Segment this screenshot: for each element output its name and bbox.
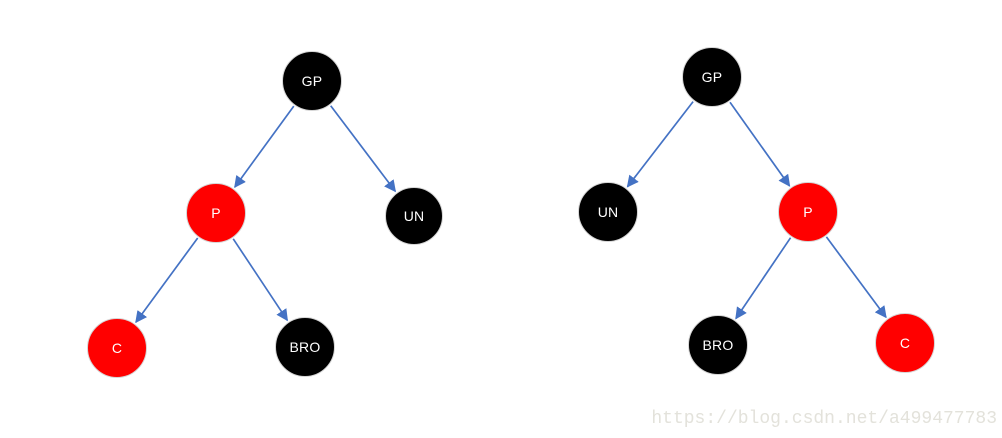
node-label-right-c: C [899,335,911,351]
node-label-right-un: UN [597,204,619,220]
edge-right-p-bro [735,237,792,320]
edge-left-gp-un [330,105,397,193]
watermark-url: https://blog.csdn.net/a499477783 [651,409,997,429]
edge-right-p-c [825,236,887,319]
node-label-left-gp: GP [301,73,323,89]
node-label-right-gp: GP [701,69,723,85]
node-right-c: C [875,313,935,373]
node-label-left-c: C [111,340,123,356]
node-left-gp: GP [282,51,342,111]
edge-right-gp-p [729,101,791,187]
node-left-p: P [186,183,246,243]
edge-right-gp-un [626,101,694,188]
node-label-right-bro: BRO [702,337,734,353]
edge-group [135,101,887,324]
node-right-gp: GP [682,47,742,107]
node-left-un: UN [385,187,443,245]
node-label-left-p: P [211,205,221,221]
node-right-p: P [778,182,838,242]
edge-left-gp-p [234,105,295,189]
node-label-left-bro: BRO [289,339,321,355]
node-right-bro: BRO [688,315,748,375]
node-label-right-p: P [803,204,813,220]
edge-left-p-c [135,237,199,324]
node-left-c: C [87,318,147,378]
edge-left-p-bro [232,238,289,322]
node-right-un: UN [578,182,638,242]
node-left-bro: BRO [275,317,335,377]
node-label-left-un: UN [403,208,425,224]
